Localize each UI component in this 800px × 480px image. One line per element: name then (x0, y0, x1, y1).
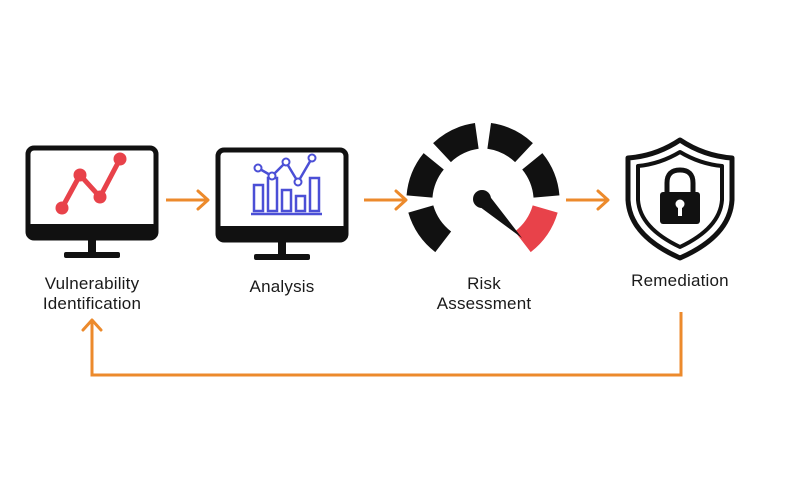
shield-padlock-icon (625, 137, 735, 261)
speedometer-gauge-icon (406, 123, 560, 253)
step-label-analysis: Analysis (192, 277, 372, 297)
label-line: Analysis (249, 277, 315, 296)
label-line: Risk (467, 274, 501, 293)
flow-arrow-1 (166, 189, 210, 211)
label-line: Identification (42, 294, 142, 313)
flow-arrow-2 (364, 189, 408, 211)
label-line: Vulnerability (44, 274, 140, 293)
label-line: Remediation (631, 271, 729, 290)
monitor-line-chart-icon (25, 145, 159, 258)
return-loop-arrow (81, 312, 683, 377)
step-label-remediation: Remediation (590, 271, 770, 291)
monitor-bar-chart-icon (215, 147, 349, 260)
step-label-risk-assessment: Risk Assessment (394, 274, 574, 314)
label-line: Assessment (436, 294, 532, 313)
step-label-vulnerability-identification: Vulnerability Identification (0, 274, 184, 314)
flow-arrow-3 (566, 189, 610, 211)
